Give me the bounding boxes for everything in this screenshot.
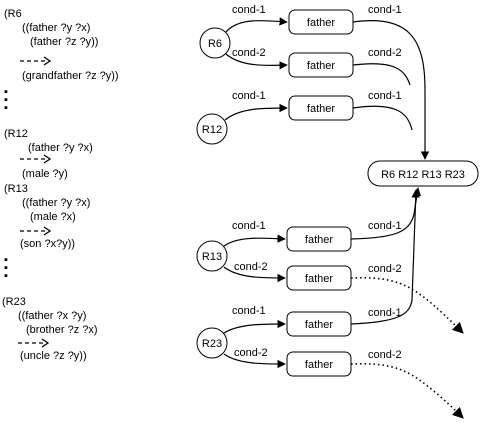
edge [350, 189, 420, 325]
pattern-node-father: father [286, 311, 352, 337]
edge [352, 105, 413, 131]
edge [225, 53, 288, 70]
svg-text:father: father [307, 60, 335, 72]
rule-listing: (R6 ((father ?y ?x) (father ?z ?y)) (gra… [0, 0, 180, 423]
edge-label-cond-2: cond-2 [368, 47, 402, 59]
edge-label-cond-1: cond-1 [232, 220, 266, 232]
edge [352, 20, 430, 160]
pattern-node-father: father [286, 351, 352, 377]
rule-r13-cond-1: ((father ?y ?x) [22, 197, 91, 209]
edge-label-cond-1: cond-1 [368, 220, 402, 232]
rule-node-r6: R6 [199, 27, 231, 59]
edge-label-cond-2: cond-2 [232, 47, 266, 59]
implies-arrow [20, 226, 52, 236]
edge-label-cond-2: cond-2 [234, 261, 268, 273]
rule-r13-result: (son ?x?y)) [20, 238, 76, 250]
svg-text:father: father [307, 17, 335, 29]
rule-r6-head: (R6 [4, 8, 22, 20]
edge-label-cond-2: cond-2 [368, 263, 402, 275]
edge-label-cond-1: cond-1 [232, 305, 266, 317]
rule-node-r6-label: R6 [208, 38, 222, 50]
edge [225, 17, 288, 33]
implies-arrow [18, 338, 50, 348]
rule-r23-head: (R23 [2, 296, 26, 308]
rule-node-r13: R13 [196, 240, 228, 272]
edge-label-cond-1: cond-1 [368, 4, 402, 16]
rule-r12-result: (male ?y) [22, 168, 68, 180]
edge [223, 353, 286, 369]
ellipsis-dots: ▪▪▪ [4, 254, 8, 282]
edge [352, 63, 411, 86]
rule-node-r13-label: R13 [202, 251, 222, 263]
edge-label-cond-2: cond-2 [234, 347, 268, 359]
svg-text:father: father [305, 319, 333, 331]
rule-r13-cond-2: (male ?x) [30, 211, 76, 223]
rule-r12-head: (R12 [4, 128, 28, 140]
dotted-edge [350, 276, 464, 334]
rule-r6-cond-2: (father ?z ?y)) [30, 36, 99, 48]
edge-label-cond-1: cond-1 [368, 307, 402, 319]
implies-arrow [20, 56, 52, 66]
rule-r23-cond-2: (brother ?z ?x) [26, 324, 98, 336]
svg-text:father: father [305, 234, 333, 246]
edge [224, 103, 288, 121]
dotted-edge [350, 362, 464, 419]
merge-node: R6 R12 R13 R23 [367, 160, 479, 187]
pattern-node-father: father [288, 95, 354, 121]
rule-r12-cond-1: (father ?y ?x) [28, 142, 93, 154]
edge [223, 234, 286, 247]
rule-r23-result: (uncle ?z ?y)) [20, 350, 87, 362]
edge-label-cond-2: cond-2 [368, 349, 402, 361]
edge-label-cond-1: cond-1 [232, 4, 266, 16]
edge-label-cond-1: cond-1 [232, 90, 266, 102]
pattern-node-father: father [286, 226, 352, 252]
edge [223, 319, 286, 334]
rule-node-r23: R23 [196, 327, 228, 359]
edge [223, 266, 286, 283]
merge-node-label: R6 R12 R13 R23 [381, 169, 465, 181]
rule-r23-cond-1: ((father ?x ?y) [18, 310, 87, 322]
svg-text:father: father [307, 103, 335, 115]
pattern-node-father: father [286, 265, 352, 291]
implies-arrow [20, 154, 52, 164]
rule-node-r12-label: R12 [202, 124, 222, 136]
rule-r6-cond-1: ((father ?y ?x) [22, 22, 91, 34]
rule-r6-result: (grandfather ?z ?y)) [22, 70, 119, 82]
edge-label-cond-1: cond-1 [368, 90, 402, 102]
svg-text:father: father [305, 359, 333, 371]
pattern-node-father: father [288, 52, 354, 78]
edge [350, 187, 422, 240]
rule-network-diagram: R6 R12 R13 R23 father father father fath… [196, 4, 479, 419]
rule-node-r23-label: R23 [202, 338, 222, 350]
rule-node-r12: R12 [196, 113, 228, 145]
svg-text:father: father [305, 273, 333, 285]
pattern-node-father: father [288, 9, 354, 35]
rule-r13-head: (R13 [4, 183, 28, 195]
ellipsis-dots: ▪▪▪ [4, 86, 8, 114]
